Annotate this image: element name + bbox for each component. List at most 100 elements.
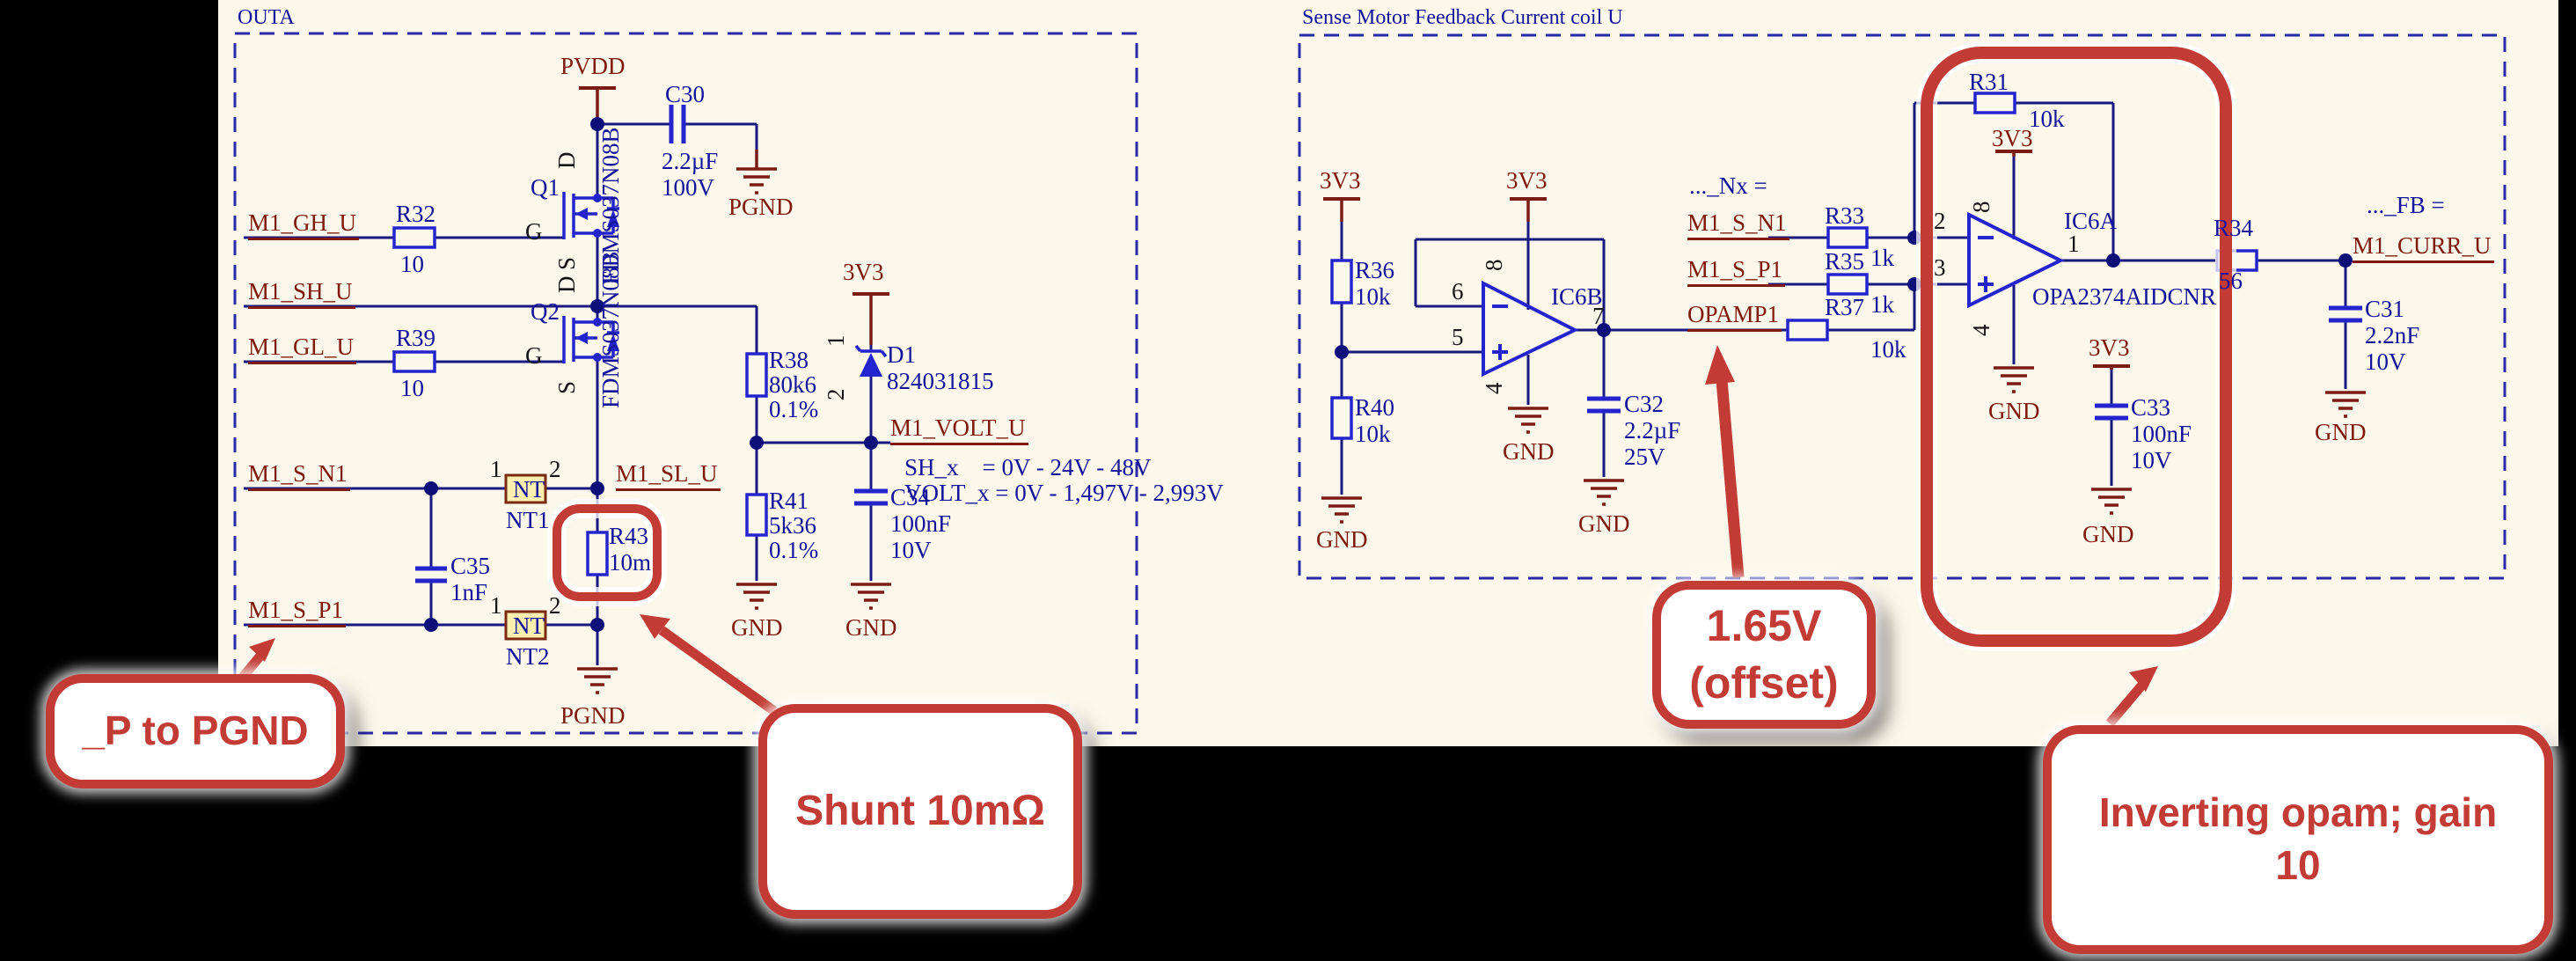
- c30-ref: C30: [665, 81, 706, 107]
- arrow-offset: [1705, 345, 1745, 578]
- r36-val: 10k: [1355, 283, 1391, 310]
- gnd-r41-label: GND: [731, 614, 783, 641]
- callout-inverting-line2: 10: [2275, 842, 2321, 888]
- pgnd-top-label: PGND: [728, 194, 794, 220]
- d1-val: 824031815: [887, 368, 994, 394]
- ic6b-pin7: 7: [1592, 303, 1605, 329]
- r31-ref: R31: [1969, 69, 2009, 95]
- m1-gl-u: M1_GL_U: [248, 335, 356, 364]
- junction-dots: [424, 117, 2353, 632]
- note-nx: ..._Nx =: [1689, 172, 1767, 199]
- m1-s-n1-r: M1_S_N1: [1687, 211, 1789, 240]
- r37-ref: R37: [1825, 294, 1865, 320]
- callout-offset: 1.65V (offset): [1652, 581, 1876, 729]
- c31-ref: C31: [2365, 296, 2405, 322]
- gnd-c31-label: GND: [2315, 419, 2367, 445]
- gnd-r40-label: GND: [1316, 526, 1368, 553]
- c30-val1: 2.2µF: [662, 148, 719, 174]
- q2-pin-d: D: [553, 275, 580, 294]
- ic6a-pin8: 8: [1968, 201, 1994, 214]
- r35-ref: R35: [1825, 248, 1865, 275]
- r35-val: 1k: [1870, 291, 1894, 318]
- r40-val: 10k: [1355, 421, 1391, 447]
- r41-val2: 0.1%: [769, 537, 819, 563]
- d1-3v3: 3V3: [843, 259, 884, 285]
- ic6a-pin3: 3: [1934, 254, 1946, 281]
- c32-val1: 2.2µF: [1624, 417, 1681, 444]
- nt1-pin1: 1: [490, 456, 502, 482]
- components-right: [1330, 92, 2362, 440]
- gnd-c32-label: GND: [1578, 510, 1630, 537]
- c33-3v3: 3V3: [2089, 334, 2130, 361]
- c31-val1: 2.2nF: [2365, 322, 2420, 348]
- d1-ref: D1: [887, 341, 916, 368]
- c30-val2: 100V: [662, 174, 714, 201]
- callout-offset-line1: 1.65V: [1706, 601, 1822, 650]
- c34-val1: 100nF: [890, 510, 952, 537]
- q2-pin-g: G: [525, 342, 543, 369]
- r39-ref: R39: [396, 325, 436, 351]
- r41-ref: R41: [769, 488, 809, 514]
- nt1-ref: NT1: [506, 507, 550, 533]
- m1-curr-u: M1_CURR_U: [2353, 234, 2494, 263]
- callout-shunt-text: Shunt 10mΩ: [795, 787, 1045, 834]
- ic6b-pin6: 6: [1452, 278, 1464, 304]
- wires-right: [1340, 101, 2347, 495]
- r34-ref: R34: [2214, 215, 2254, 241]
- r32-val: 10: [400, 251, 424, 277]
- c33-val2: 10V: [2131, 447, 2172, 473]
- callout-inverting: Inverting opam; gain 10: [2043, 725, 2553, 954]
- c35-val: 1nF: [450, 579, 488, 605]
- nt-links: [504, 473, 547, 641]
- r43-val: 10m: [609, 549, 652, 576]
- r40-ref: R40: [1355, 394, 1395, 421]
- note-fb: ..._FB =: [2367, 192, 2445, 218]
- sense-title: Sense Motor Feedback Current coil U: [1302, 6, 1623, 29]
- nt1-nt: NT: [513, 476, 545, 503]
- c34-val2: 10V: [890, 537, 932, 563]
- c31-val2: 10V: [2365, 348, 2406, 375]
- r38-val2: 0.1%: [769, 396, 819, 422]
- m1-s-n1: M1_S_N1: [248, 462, 350, 491]
- m1-s-p1: M1_S_P1: [248, 598, 347, 627]
- q1-pin-d: D: [553, 151, 580, 170]
- pgnd-bot-label: PGND: [560, 702, 626, 729]
- r33-val: 1k: [1870, 245, 1894, 271]
- m1-sh-u: M1_SH_U: [248, 280, 355, 309]
- d1-pin1: 1: [823, 334, 849, 348]
- ic6b-pin5: 5: [1452, 324, 1464, 350]
- callout-offset-line2: (offset): [1689, 658, 1839, 708]
- c32-ref: C32: [1624, 391, 1665, 417]
- gnd-c33-label: GND: [2082, 521, 2134, 547]
- ic6a-pin4: 4: [1968, 324, 1994, 337]
- q1-pin-g: G: [525, 218, 543, 245]
- ic6a-3v3: 3V3: [1992, 125, 2033, 151]
- c34-ref: C34: [890, 484, 931, 510]
- note-shx: SH_x = 0V - 24V - 48V: [904, 454, 1152, 480]
- q1-ref: Q1: [531, 174, 560, 201]
- m1-gh-u: M1_GH_U: [248, 211, 360, 240]
- gnd-ic6b-label: GND: [1503, 438, 1555, 465]
- note-voltx: VOLT_x = 0V - 1,497V - 2,993V: [904, 480, 1224, 506]
- r36-ref: R36: [1355, 257, 1395, 283]
- r41-val1: 5k36: [769, 512, 816, 539]
- r38-ref: R38: [769, 347, 809, 373]
- r36-3v3: 3V3: [1320, 167, 1361, 194]
- c33-val1: 100nF: [2131, 421, 2192, 447]
- nt2-pin1: 1: [490, 592, 502, 619]
- r43-ref: R43: [609, 523, 649, 549]
- callout-p-to-pgnd-text: _P to PGND: [82, 708, 309, 754]
- r38-val1: 80k6: [769, 371, 816, 398]
- sense-block-border: [1298, 33, 2506, 580]
- ic6a-pin1: 1: [2067, 231, 2080, 257]
- q2-ref: Q2: [531, 298, 560, 325]
- r34-val: 56: [2219, 268, 2243, 294]
- outa-block-border: [233, 32, 1138, 735]
- r32-ref: R32: [396, 201, 436, 227]
- m1-volt-u: M1_VOLT_U: [890, 416, 1028, 445]
- highlight-ic6a: [1916, 42, 2236, 651]
- nt2-nt: NT: [513, 613, 545, 639]
- q2-part: FDMS037N08B: [597, 251, 624, 408]
